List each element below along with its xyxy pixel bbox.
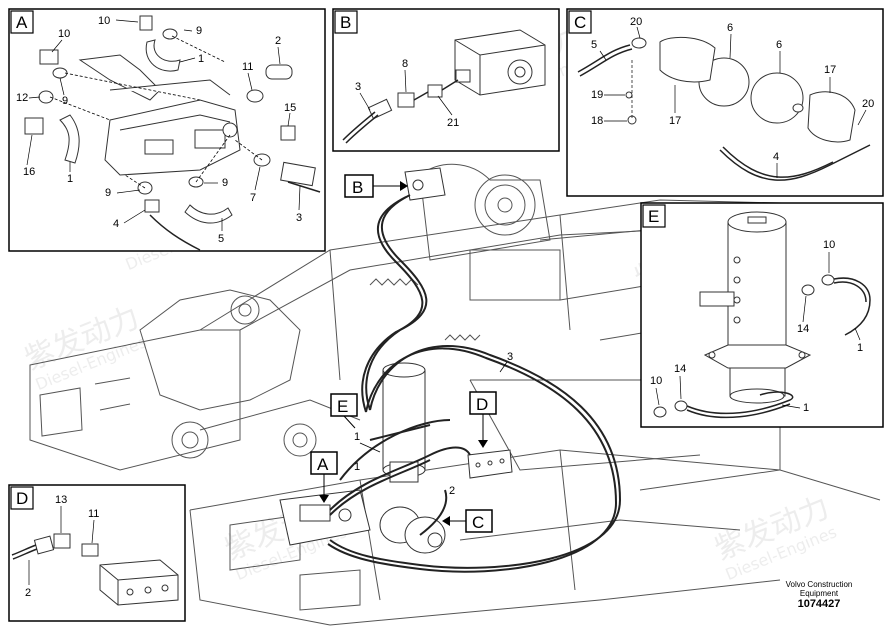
panel-C: C 20 5 6 6 17 19 18 17 20 4 — [566, 8, 884, 197]
panel-A-label: 1 — [67, 173, 73, 185]
panel-E-label: 14 — [674, 363, 686, 375]
main-label: 1 — [354, 461, 360, 473]
callout-B[interactable]: B — [344, 174, 408, 198]
panel-E-label: 14 — [797, 323, 809, 335]
panel-A-label: 9 — [222, 177, 228, 189]
svg-text:E: E — [337, 397, 348, 416]
callout-E[interactable]: E — [330, 393, 358, 429]
callout-A[interactable]: A — [310, 451, 338, 503]
panel-A-label: 7 — [250, 192, 256, 204]
panel-E-label: 10 — [650, 375, 662, 387]
panel-A-label: 2 — [275, 35, 281, 47]
panel-C-label: 19 — [591, 89, 603, 101]
svg-text:A: A — [317, 455, 329, 474]
panel-D-letter: D — [16, 489, 28, 508]
panel-C-label: 17 — [824, 64, 836, 76]
accumulator-group — [379, 506, 446, 554]
callout-C[interactable]: C — [442, 509, 493, 533]
panel-A-label: 10 — [98, 15, 110, 27]
callout-D[interactable]: D — [469, 391, 497, 448]
panel-D-label: 2 — [25, 587, 31, 599]
panel-B-label: 3 — [355, 81, 361, 93]
main-label: 1 — [354, 431, 360, 443]
panel-A-label: 9 — [62, 95, 68, 107]
main-hoses — [327, 194, 622, 573]
panel-A: A — [8, 8, 326, 252]
panel-C-label: 17 — [669, 115, 681, 127]
panel-D-label: 11 — [88, 508, 99, 520]
panel-C-label: 6 — [776, 39, 782, 51]
panel-B-label: 8 — [402, 58, 408, 70]
main-label: 2 — [449, 485, 455, 497]
panel-C-letter: C — [574, 13, 586, 32]
panel-A-label: 1 — [198, 53, 204, 65]
panel-A-label: 15 — [284, 102, 296, 114]
panel-A-label: 5 — [218, 233, 224, 245]
panel-B-label: 21 — [447, 117, 459, 129]
pump-b — [404, 167, 446, 201]
panel-C-label: 20 — [862, 98, 874, 110]
block-d — [467, 449, 513, 479]
valve-block — [279, 489, 371, 546]
panel-A-label: 10 — [58, 28, 70, 40]
panel-A-label: 11 — [242, 61, 253, 73]
panel-C-label: 4 — [773, 151, 779, 163]
panel-B-letter: B — [340, 13, 351, 32]
svg-text:C: C — [472, 513, 484, 532]
svg-text:B: B — [352, 178, 363, 197]
panel-D-label: 13 — [55, 494, 67, 506]
panel-A-label: 4 — [113, 218, 119, 230]
panel-A-label: 12 — [16, 92, 28, 104]
panel-E-label: 10 — [823, 239, 835, 251]
panel-C-label: 6 — [727, 22, 733, 34]
footer-company: Volvo Construction — [785, 580, 853, 589]
panel-A-label: 3 — [296, 212, 302, 224]
panel-E-label: 1 — [803, 402, 809, 414]
panel-C-label: 20 — [630, 16, 642, 28]
panel-A-label: 9 — [196, 25, 202, 37]
footer-company-line2: Equipment — [799, 589, 839, 598]
panel-C-label: 5 — [591, 39, 597, 51]
panel-C-label: 18 — [591, 115, 603, 127]
svg-text:D: D — [476, 395, 488, 414]
panel-A-label: 16 — [23, 166, 35, 178]
panel-B: B 8 3 21 — [332, 8, 560, 152]
main-label: 3 — [507, 351, 513, 363]
panel-E-label: 1 — [857, 342, 863, 354]
panel-A-label: 9 — [105, 187, 111, 199]
panel-E: E 10 14 1 10 14 1 — [640, 202, 884, 428]
footer-drawing-number: 1074427 — [797, 598, 841, 610]
panel-A-letter: A — [16, 13, 28, 32]
panel-D: D 13 11 2 — [8, 484, 186, 622]
panel-E-letter: E — [648, 207, 659, 226]
